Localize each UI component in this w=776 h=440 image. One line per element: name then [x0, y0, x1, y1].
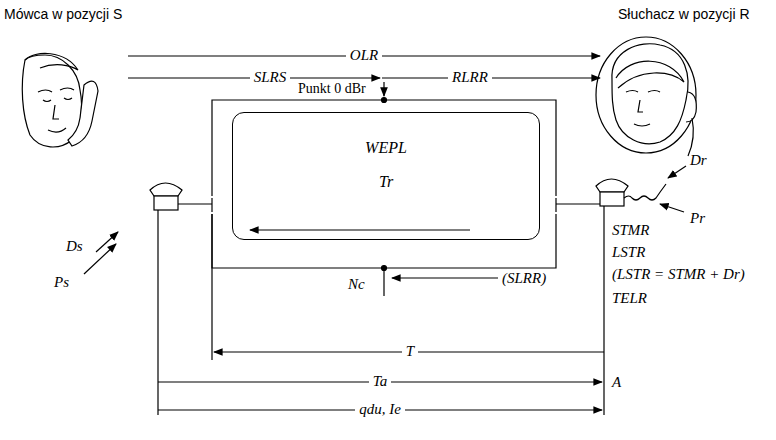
node-text: Tr	[233, 173, 539, 191]
formula-label: (LSTR = STMR + Dr)	[612, 266, 745, 283]
heading: Mówca w pozycji S	[4, 6, 122, 23]
rating-label: STMR	[612, 222, 650, 239]
loop-box: WEPL Tr	[232, 112, 540, 240]
parameter-label: Ds	[66, 238, 83, 255]
rating-label: RLRR	[448, 69, 492, 86]
rating-label: TELR	[612, 290, 647, 307]
parameter-label: Dr	[690, 152, 707, 169]
noise-label: Nc	[348, 276, 365, 293]
heading: Słuchacz w pozycji R	[618, 6, 750, 23]
advantage-label: A	[612, 374, 621, 391]
rating-label: LSTR	[612, 244, 645, 261]
delay-label: T	[402, 343, 418, 360]
rating-label: (SLRR)	[502, 270, 546, 287]
delay-label: Ta	[369, 373, 391, 390]
parameter-label: Ps	[54, 274, 69, 291]
node-text: WEPL	[233, 139, 539, 157]
parameter-label: Pr	[690, 210, 705, 227]
rating-label: OLR	[346, 47, 382, 64]
reference-point-label: Punkt 0 dBr	[298, 80, 366, 97]
rating-label: SLRS	[250, 69, 291, 86]
impairment-label: qdu, Ie	[355, 401, 405, 418]
